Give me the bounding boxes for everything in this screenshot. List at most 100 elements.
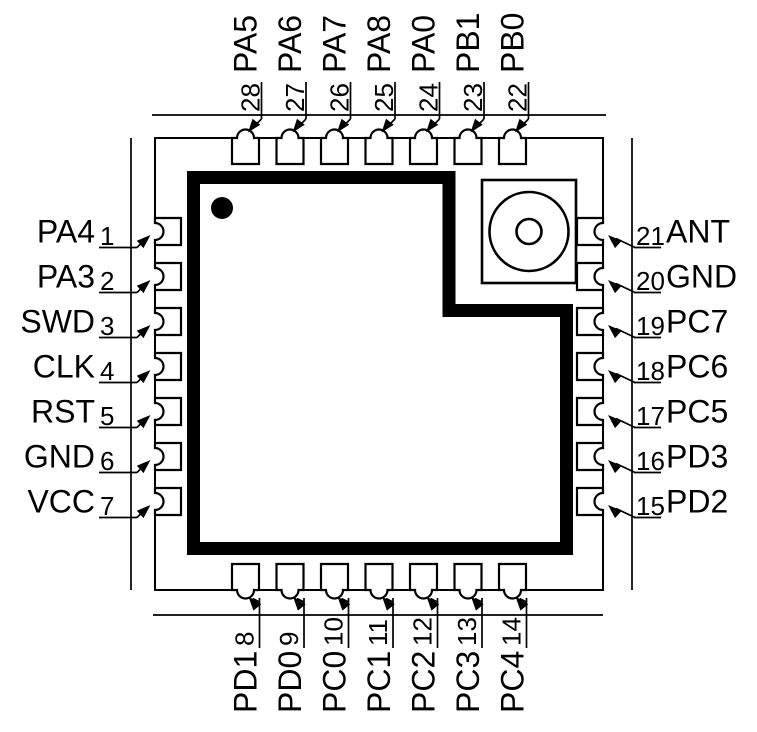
pin-name-label: SWD	[20, 304, 95, 340]
arrowhead-icon	[471, 596, 484, 611]
pin-leader-line	[474, 597, 483, 603]
pin-number-label: 19	[636, 311, 665, 341]
arrowhead-icon	[136, 280, 151, 294]
pin-pad	[497, 562, 528, 600]
pin-pad	[275, 128, 305, 166]
arrowhead-icon	[248, 118, 261, 133]
pin-pad	[230, 562, 261, 600]
arrowhead-icon	[292, 118, 305, 133]
pin-number-label: 9	[274, 632, 304, 646]
pin-leader-line	[519, 597, 527, 603]
pin-pad	[575, 216, 605, 247]
pin-pad	[319, 128, 350, 166]
pin-name-label: PD1	[228, 651, 264, 713]
pin-number-label: 2	[100, 266, 114, 296]
pin-pad	[575, 441, 605, 472]
pin-number-label: 23	[458, 83, 488, 112]
pin-name-label: PA6	[272, 15, 308, 73]
pin-name-label: PB1	[450, 13, 486, 73]
pin-number-label: 21	[636, 221, 665, 251]
outline-gap	[600, 402, 605, 421]
pin-number-label: 14	[497, 617, 527, 646]
pin-pad	[575, 396, 605, 427]
pin-number-label: 24	[414, 83, 444, 112]
outline-gap	[152, 447, 157, 466]
arrowhead-icon	[515, 118, 528, 133]
arrowhead-icon	[136, 235, 151, 249]
pin-number-label: 26	[325, 83, 355, 112]
pin-name-label: PC0	[317, 651, 353, 713]
pin-name-label: PA5	[228, 15, 264, 73]
outline-gap	[600, 447, 605, 466]
outline-gap	[152, 357, 157, 376]
pin-number-label: 13	[452, 617, 482, 646]
pin-pad	[364, 562, 394, 600]
pin-leader-line	[252, 597, 260, 603]
arrowhead-icon	[608, 280, 622, 294]
pin-number-label: 20	[636, 266, 665, 296]
outline-gap	[152, 402, 157, 421]
pin1-indicator-icon	[211, 197, 233, 219]
outline-gap	[600, 357, 605, 376]
arrowhead-icon	[337, 596, 351, 611]
pin-number-label: 10	[319, 617, 349, 646]
pin-number-label: 11	[363, 619, 393, 646]
pin-pad	[275, 562, 305, 600]
pin-name-label: PC7	[666, 304, 728, 340]
antenna-connector-icon	[480, 178, 578, 285]
outline-gap	[600, 267, 605, 286]
pin-number-label: 28	[236, 83, 266, 112]
pin-pad	[408, 562, 439, 600]
pin-pad	[453, 128, 483, 166]
outline-gap	[600, 222, 605, 241]
arrowhead-icon	[136, 460, 151, 474]
pin-name-label: PA7	[317, 15, 353, 73]
pin-name-label: PA4	[37, 214, 95, 250]
pin-name-label: PD0	[272, 651, 308, 713]
pin-pad	[230, 128, 261, 166]
outline-gap	[152, 312, 157, 331]
pin-number-label: 15	[636, 491, 665, 521]
pin-number-label: 6	[100, 446, 114, 476]
pin-name-label: PD2	[666, 484, 728, 520]
arrowhead-icon	[608, 325, 622, 339]
arrowhead-icon	[426, 118, 439, 133]
pin-name-label: PD3	[666, 439, 728, 475]
pin-pad	[575, 306, 605, 337]
arrowhead-icon	[608, 460, 622, 474]
pin-number-label: 17	[636, 401, 665, 431]
arrowhead-icon	[608, 235, 622, 249]
pin-pad	[153, 216, 183, 247]
arrowhead-icon	[608, 415, 622, 429]
pin-number-label: 4	[100, 356, 114, 386]
pin-pad	[319, 562, 350, 600]
pin-name-label: PC4	[495, 651, 531, 713]
pin-name-label: PA8	[361, 15, 397, 73]
outline-gap	[152, 222, 157, 241]
pin-name-label: PC3	[450, 651, 486, 713]
pin-pad	[575, 261, 605, 292]
pin-number-label: 12	[408, 617, 438, 646]
pin-number-label: 16	[636, 446, 665, 476]
pin-number-label: 18	[636, 356, 665, 386]
arrowhead-icon	[515, 596, 529, 611]
arrowhead-icon	[608, 370, 622, 384]
pin-number-label: 22	[503, 83, 533, 112]
pin-pad	[364, 128, 394, 166]
arrowhead-icon	[136, 415, 151, 429]
pin-number-label: 27	[280, 83, 310, 112]
